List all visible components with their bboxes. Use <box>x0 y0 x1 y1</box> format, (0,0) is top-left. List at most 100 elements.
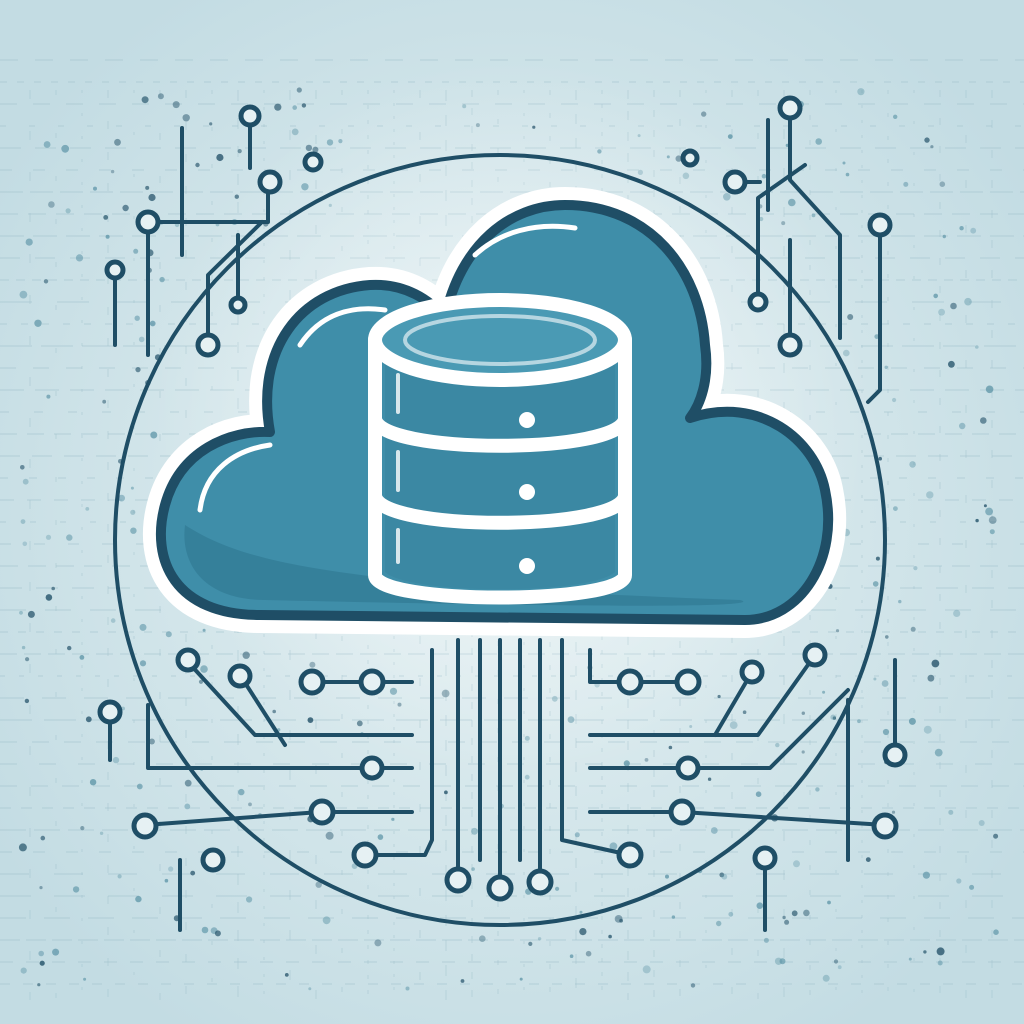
background-dot <box>970 227 977 234</box>
circuit-node <box>228 295 248 315</box>
background-dot <box>460 979 465 983</box>
background-dot <box>937 960 943 966</box>
background-dot <box>198 679 204 684</box>
background-dot <box>164 878 169 883</box>
circuit-node <box>616 668 644 696</box>
background-dot <box>910 626 916 632</box>
background-dot <box>832 716 837 720</box>
background-dot <box>80 826 85 831</box>
background-dot <box>43 141 51 148</box>
background-dot <box>537 937 542 941</box>
background-dot <box>909 461 916 468</box>
circuit-node <box>882 742 908 768</box>
background-dot <box>922 871 931 879</box>
database-icon <box>368 293 632 605</box>
background-dot <box>908 717 916 725</box>
background-dot <box>815 138 822 145</box>
background-dot <box>835 629 840 633</box>
background-dot <box>67 645 72 651</box>
circuit-traces <box>108 108 897 932</box>
background-dot <box>782 915 786 920</box>
background-dot <box>130 527 137 534</box>
circuit-node <box>802 642 828 668</box>
background-dot <box>903 181 909 187</box>
background-dot <box>872 581 879 587</box>
circuit-trace <box>238 673 287 747</box>
background-dot <box>19 610 23 615</box>
background-dot <box>102 399 107 404</box>
circuit-node <box>351 841 379 869</box>
background-dot <box>134 315 140 321</box>
background-dot <box>110 618 116 623</box>
background-dot <box>803 909 810 917</box>
background-dot <box>827 900 831 905</box>
background-dot <box>875 556 880 561</box>
background-dot <box>39 886 43 890</box>
background-dot <box>216 153 224 162</box>
background-dot <box>964 297 972 306</box>
background-dot <box>20 967 27 974</box>
background-dot <box>729 721 738 729</box>
cloud-highlight <box>297 306 388 348</box>
circuit-trace <box>560 638 632 857</box>
background-dot <box>184 779 192 787</box>
background-dot <box>927 674 935 682</box>
background-dot <box>148 193 156 202</box>
background-dot <box>642 965 651 974</box>
background-dot <box>948 809 954 815</box>
background-dot <box>322 916 331 925</box>
background-dot <box>721 873 728 880</box>
background-dot <box>182 114 190 122</box>
background-dot <box>956 878 962 884</box>
background-dot <box>865 857 871 862</box>
background-dot <box>716 920 722 927</box>
background-dot <box>763 937 769 943</box>
circuit-node <box>308 798 336 826</box>
background-dot <box>923 725 932 734</box>
background-dot <box>988 516 997 524</box>
background-dot <box>893 506 898 511</box>
background-dot <box>301 103 307 108</box>
background-dot <box>138 336 145 343</box>
circuit-trace <box>866 226 882 404</box>
background-dot <box>130 509 136 515</box>
cloud-shadow <box>184 525 744 606</box>
circuit-node <box>135 209 161 235</box>
background-dot <box>811 213 816 218</box>
circuit-node <box>526 868 554 896</box>
background-dot <box>43 279 49 284</box>
background-dot <box>136 783 143 790</box>
background-dot <box>579 928 587 936</box>
background-dot <box>139 660 147 667</box>
circuit-trace <box>756 163 807 302</box>
background-dot <box>112 756 120 764</box>
background-dot <box>710 827 718 834</box>
cloud-highlight <box>472 223 578 258</box>
background-dot <box>980 417 987 424</box>
background-dot <box>878 456 882 461</box>
background-dot <box>248 802 252 807</box>
background-dot <box>114 138 121 146</box>
background-dot <box>479 935 486 942</box>
database-indicator-dot <box>519 412 535 428</box>
circuit-node <box>680 148 700 168</box>
background-dot <box>671 915 676 919</box>
circuit-node <box>227 663 253 689</box>
background-dot <box>133 248 139 254</box>
background-dot <box>48 201 55 208</box>
circuit-trace <box>146 180 270 224</box>
background-dot <box>801 750 805 754</box>
background-dot <box>25 238 33 246</box>
background-dot <box>936 947 945 956</box>
circuit-node <box>616 841 644 869</box>
background-dot <box>719 872 725 878</box>
background-dot <box>609 842 618 851</box>
background-dot <box>742 710 747 714</box>
background-dot <box>993 833 999 839</box>
background-dot <box>893 114 898 120</box>
circuit-trace <box>206 220 264 347</box>
background-dot <box>892 397 897 403</box>
background-dot <box>471 867 475 871</box>
circuit-trace <box>186 660 414 737</box>
